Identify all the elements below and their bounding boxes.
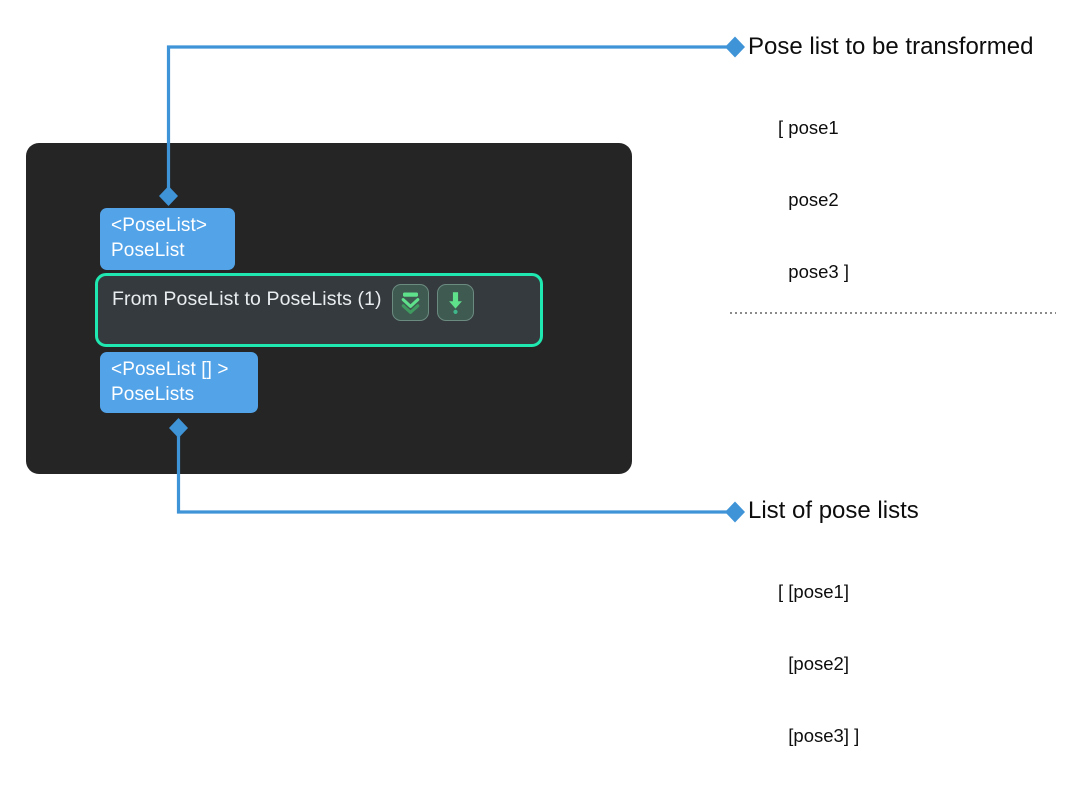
output-port-name-label: PoseLists — [111, 383, 195, 405]
annotation-output: List of pose lists [ [pose1] [pose2] [po… — [748, 497, 919, 796]
annotation-input: Pose list to be transformed [ pose1 pose… — [748, 33, 1033, 332]
annotation-input-line-1: [ pose1 — [778, 117, 839, 138]
annotation-input-body: [ pose1 pose2 pose3 ] — [748, 68, 1033, 332]
connector-diamond-bottom-annotation — [725, 501, 745, 523]
annotation-output-line-1: [ [pose1] — [778, 581, 849, 602]
annotation-output-title: List of pose lists — [748, 497, 919, 524]
input-port-type-label: <PoseList> — [111, 215, 208, 236]
graph-panel: <PoseList> PoseList From PoseList to Pos… — [26, 143, 632, 474]
annotation-output-line-3: [pose3] ] — [778, 725, 860, 746]
input-port-poselist[interactable]: <PoseList> PoseList — [100, 208, 235, 270]
output-port-poselists[interactable]: <PoseList [] > PoseLists — [100, 352, 258, 413]
annotation-output-body: [ [pose1] [pose2] [pose3] ] — [748, 532, 919, 796]
annotation-input-line-2: pose2 — [778, 189, 839, 210]
node-action-group — [382, 276, 474, 321]
diagram-canvas: <PoseList> PoseList From PoseList to Pos… — [26, 33, 1056, 746]
annotation-input-title: Pose list to be transformed — [748, 33, 1034, 60]
connector-diamond-top-annotation — [725, 36, 745, 58]
collapse-all-icon[interactable] — [391, 284, 429, 321]
output-port-type-label: <PoseList [] > — [111, 359, 229, 380]
annotation-input-line-3: pose3 ] — [778, 261, 849, 282]
annotation-output-line-2: [pose2] — [778, 653, 849, 674]
download-icon[interactable] — [436, 284, 474, 321]
dotted-divider — [730, 312, 1056, 314]
input-port-name-label: PoseList — [111, 239, 185, 261]
process-node-title: From PoseList to PoseLists (1) — [112, 288, 382, 310]
process-node-from-poselist-to-poselists[interactable]: From PoseList to PoseLists (1) — [95, 273, 543, 347]
